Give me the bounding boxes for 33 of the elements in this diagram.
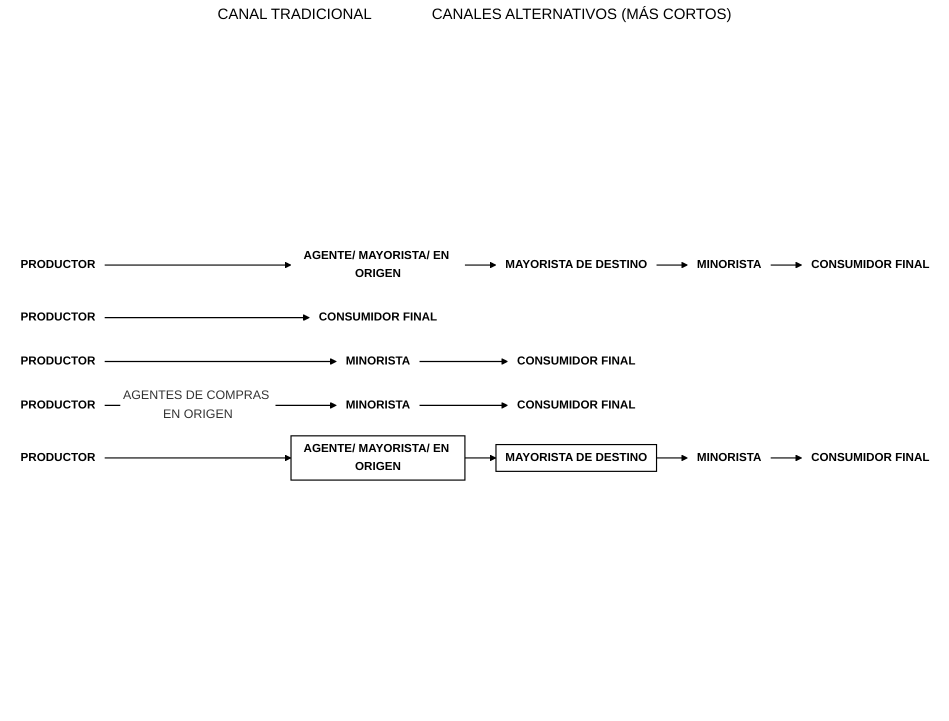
node-text: MINORISTA xyxy=(696,450,761,464)
node-text: MINORISTA xyxy=(345,398,410,412)
node-text: PRODUCTOR xyxy=(20,354,95,368)
node-text: PRODUCTOR xyxy=(20,450,95,464)
arrow xyxy=(419,358,508,365)
node-box: MAYORISTA DE DESTINO xyxy=(494,444,657,472)
edge-label: AGENTES DE COMPRAS EN ORIGEN xyxy=(122,389,269,421)
node-text: MINORISTA xyxy=(696,258,761,272)
node-box: AGENTE/ MAYORISTA/ EN ORIGEN xyxy=(290,435,465,481)
node-text: CONSUMIDOR FINAL xyxy=(318,310,437,324)
arrow xyxy=(419,402,508,409)
node-text: MAYORISTA DE DESTINO xyxy=(504,258,647,272)
node-text: PRODUCTOR xyxy=(20,398,95,412)
node-text: CONSUMIDOR FINAL xyxy=(810,450,929,464)
arrow xyxy=(656,262,688,268)
arrow xyxy=(104,314,310,322)
node-text: AGENTE/ MAYORISTA/ EN ORIGEN xyxy=(303,249,449,280)
arrow xyxy=(656,454,688,462)
node-text: PRODUCTOR xyxy=(20,310,95,324)
node-text: CONSUMIDOR FINAL xyxy=(516,398,635,412)
arrow xyxy=(104,358,336,365)
node-text: CONSUMIDOR FINAL xyxy=(810,258,929,272)
node-text: CONSUMIDOR FINAL xyxy=(516,354,635,368)
section-heading: CANAL TRADICIONAL xyxy=(217,6,372,23)
node-text: PRODUCTOR xyxy=(20,258,95,272)
arrow xyxy=(104,454,291,462)
arrow xyxy=(464,262,496,268)
arrow xyxy=(770,454,802,462)
node-text: MINORISTA xyxy=(345,354,410,368)
arrow xyxy=(104,262,291,268)
arrow xyxy=(464,454,496,462)
section-heading: CANALES ALTERNATIVOS (MÁS CORTOS) xyxy=(432,6,732,23)
arrow xyxy=(770,262,802,268)
